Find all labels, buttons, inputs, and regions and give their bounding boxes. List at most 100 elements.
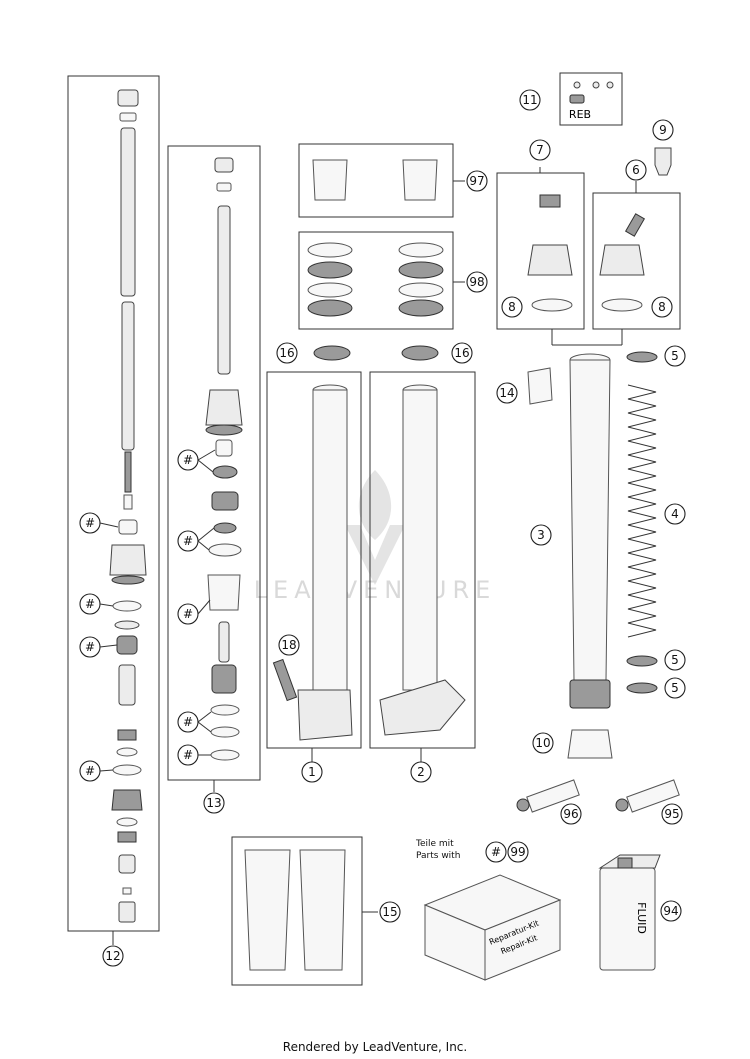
ring-13b	[213, 522, 237, 534]
o-ring-b	[112, 764, 142, 776]
piston	[109, 544, 147, 576]
seal-98a1	[307, 242, 353, 258]
tube-95-cap	[615, 798, 629, 812]
inner-tube-bottom	[569, 679, 611, 709]
footer-credit: Rendered by LeadVenture, Inc.	[282, 1040, 468, 1054]
callout-99: 99	[507, 841, 529, 863]
spring-small	[123, 494, 133, 510]
svg-text:#: #	[183, 607, 193, 621]
seal-98a4	[307, 299, 353, 317]
callout-97: 97	[466, 170, 488, 192]
can-spout	[617, 857, 633, 869]
outer-tube-left	[266, 371, 362, 749]
adjuster-7	[539, 194, 561, 208]
svg-text:#: #	[85, 597, 95, 611]
seal-98b3	[398, 282, 444, 298]
callout-7: 7	[529, 139, 551, 161]
o-ring-a	[112, 600, 142, 612]
frame-98	[298, 231, 454, 330]
base-valve	[118, 854, 136, 874]
rod-lower	[121, 301, 135, 451]
rod-upper	[120, 127, 136, 297]
washer-13	[216, 182, 232, 192]
svg-text:#: #	[183, 534, 193, 548]
kit-note: Teile mit Parts with	[415, 839, 460, 861]
ring-16a	[313, 345, 351, 361]
callout-11: 11	[519, 89, 541, 111]
bushing-13	[215, 439, 233, 457]
hash-callout-9: #	[177, 744, 199, 766]
callout-12: 12	[102, 945, 124, 967]
piston-b	[111, 789, 143, 811]
svg-text:8: 8	[658, 300, 666, 314]
svg-text:99: 99	[510, 845, 525, 859]
shim-a	[114, 620, 140, 630]
o-ring-8b	[601, 298, 643, 312]
seal-98a2	[307, 261, 353, 279]
seal-98a3	[307, 282, 353, 298]
fluid-label: FLUID	[635, 902, 648, 934]
callout-8b: 8	[651, 296, 673, 318]
callout-5c: 5	[664, 677, 686, 699]
ring-13a	[212, 465, 238, 479]
kit-box-side	[424, 904, 486, 981]
svg-text:10: 10	[535, 736, 550, 750]
hash-callout-8: #	[177, 711, 199, 733]
damper-assembly-left	[67, 75, 160, 932]
svg-text:13: 13	[206, 796, 221, 810]
svg-text:5: 5	[671, 349, 679, 363]
valve-body	[118, 664, 136, 706]
callout-18: 18	[278, 634, 300, 656]
seal-98b1	[398, 242, 444, 258]
seal-98b4	[398, 299, 444, 317]
svg-text:4: 4	[671, 507, 679, 521]
hash-callout-4: #	[79, 760, 101, 782]
fork-cap-6	[599, 244, 645, 276]
guide-13	[211, 491, 239, 511]
washer	[119, 112, 137, 122]
callout-3: 3	[530, 524, 552, 546]
callout-15: 15	[379, 901, 401, 923]
shim-b	[116, 747, 138, 757]
guard-a	[244, 849, 291, 971]
o-ring-8a	[531, 298, 573, 312]
callout-94: 94	[660, 900, 682, 922]
svg-text:#: #	[491, 845, 501, 859]
svg-text:96: 96	[563, 807, 578, 821]
reb-label: REB	[569, 108, 591, 121]
outer-tube-right	[369, 371, 476, 749]
frame-15	[231, 836, 363, 986]
bushing-97a	[312, 159, 348, 201]
seal-13	[205, 424, 243, 436]
seal-98b2	[398, 261, 444, 279]
svg-text:#: #	[183, 453, 193, 467]
svg-text:#: #	[183, 715, 193, 729]
svg-text:97: 97	[469, 174, 484, 188]
bushing-97b	[402, 159, 438, 201]
hash-callout-6: #	[177, 530, 199, 552]
callout-96: 96	[560, 803, 582, 825]
fork-foot-1	[297, 689, 353, 741]
grease-tube-95	[615, 779, 680, 813]
nut-13	[214, 157, 234, 173]
adjuster-6	[624, 213, 646, 237]
svg-text:12: 12	[105, 949, 120, 963]
svg-text:#: #	[85, 516, 95, 530]
svg-text:14: 14	[499, 386, 514, 400]
screw-a	[573, 81, 581, 89]
washer-13b	[210, 726, 240, 738]
tube-95-body	[626, 779, 680, 813]
callout-16b: 16	[451, 342, 473, 364]
fork-foot-2	[379, 679, 466, 736]
note-parts-with: Parts with	[416, 851, 460, 861]
spring-ring-5a	[626, 351, 658, 363]
watermark-logo	[345, 470, 405, 585]
watermark-text: LEADVENTURE	[254, 576, 497, 604]
cartridge-assembly	[167, 145, 261, 781]
svg-text:16: 16	[454, 346, 469, 360]
svg-text:5: 5	[671, 681, 679, 695]
fluid-can: FLUID	[598, 854, 661, 971]
cap-13	[205, 389, 243, 426]
hash-callout-3: #	[79, 636, 101, 658]
sleeve-13	[207, 574, 241, 611]
